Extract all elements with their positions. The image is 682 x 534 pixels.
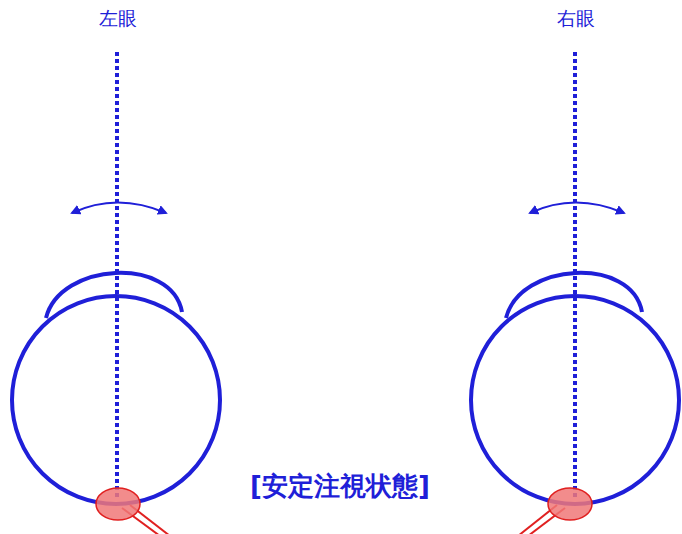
- eye-label: 左眼: [99, 8, 137, 30]
- fovea: [96, 488, 140, 520]
- fovea: [548, 488, 592, 520]
- left-eye: [12, 52, 220, 534]
- visual-axis: [115, 52, 119, 500]
- right-eye: [471, 52, 679, 534]
- visual-axis: [573, 52, 577, 500]
- eye-label: 右眼: [557, 8, 595, 30]
- rotation-arrow: [72, 203, 166, 214]
- rotation-arrow: [530, 203, 624, 214]
- state-caption: [安定注視状態]: [250, 472, 430, 502]
